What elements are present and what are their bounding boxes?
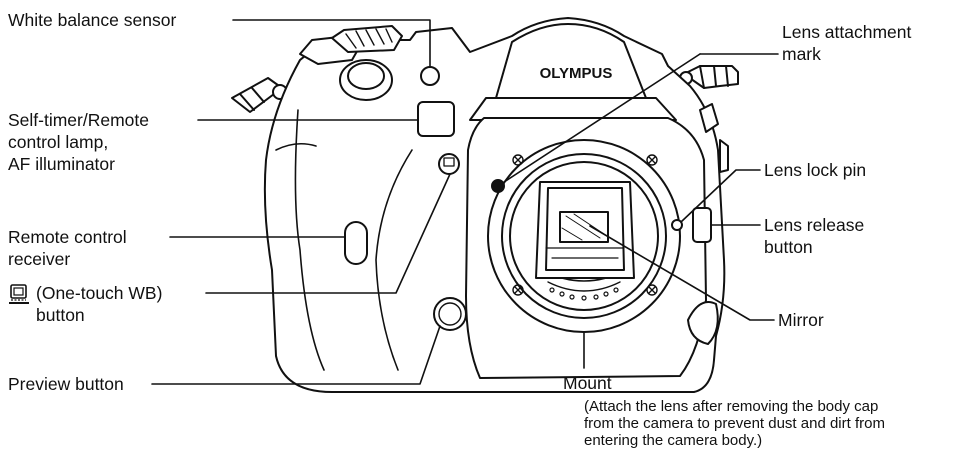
top-dials <box>299 25 403 101</box>
grip-contour <box>275 109 413 371</box>
mount-note: (Attach the lens after removing the body… <box>584 398 885 449</box>
brand-logo: OLYMPUS <box>540 65 613 82</box>
lens-lock-pin <box>671 219 683 231</box>
label-self-timer-lamp: Self-timer/Remote control lamp, AF illum… <box>8 110 150 174</box>
left-strap-lug <box>231 77 288 113</box>
label-mirror: Mirror <box>778 310 824 330</box>
label-lens-attachment-mark: Lens attachment mark <box>782 22 912 64</box>
label-white-balance-sensor: White balance sensor <box>8 10 177 30</box>
mirror-box <box>535 181 635 279</box>
self-timer-lamp <box>417 101 455 137</box>
white-balance-sensor <box>420 66 440 86</box>
right-strap-lug <box>679 65 739 89</box>
label-lens-release-button: Lens release button <box>764 215 865 257</box>
one-touch-wb-button-body <box>438 153 460 175</box>
lens-release-button <box>692 207 712 243</box>
label-lens-lock-pin: Lens lock pin <box>764 160 867 180</box>
label-mount: Mount <box>563 373 612 393</box>
remote-receiver-window <box>344 221 368 265</box>
callout-lines <box>151 19 779 385</box>
one-touch-wb-icon <box>9 284 29 304</box>
label-remote-receiver: Remote control receiver <box>8 227 127 269</box>
label-preview-button: Preview button <box>8 374 124 394</box>
